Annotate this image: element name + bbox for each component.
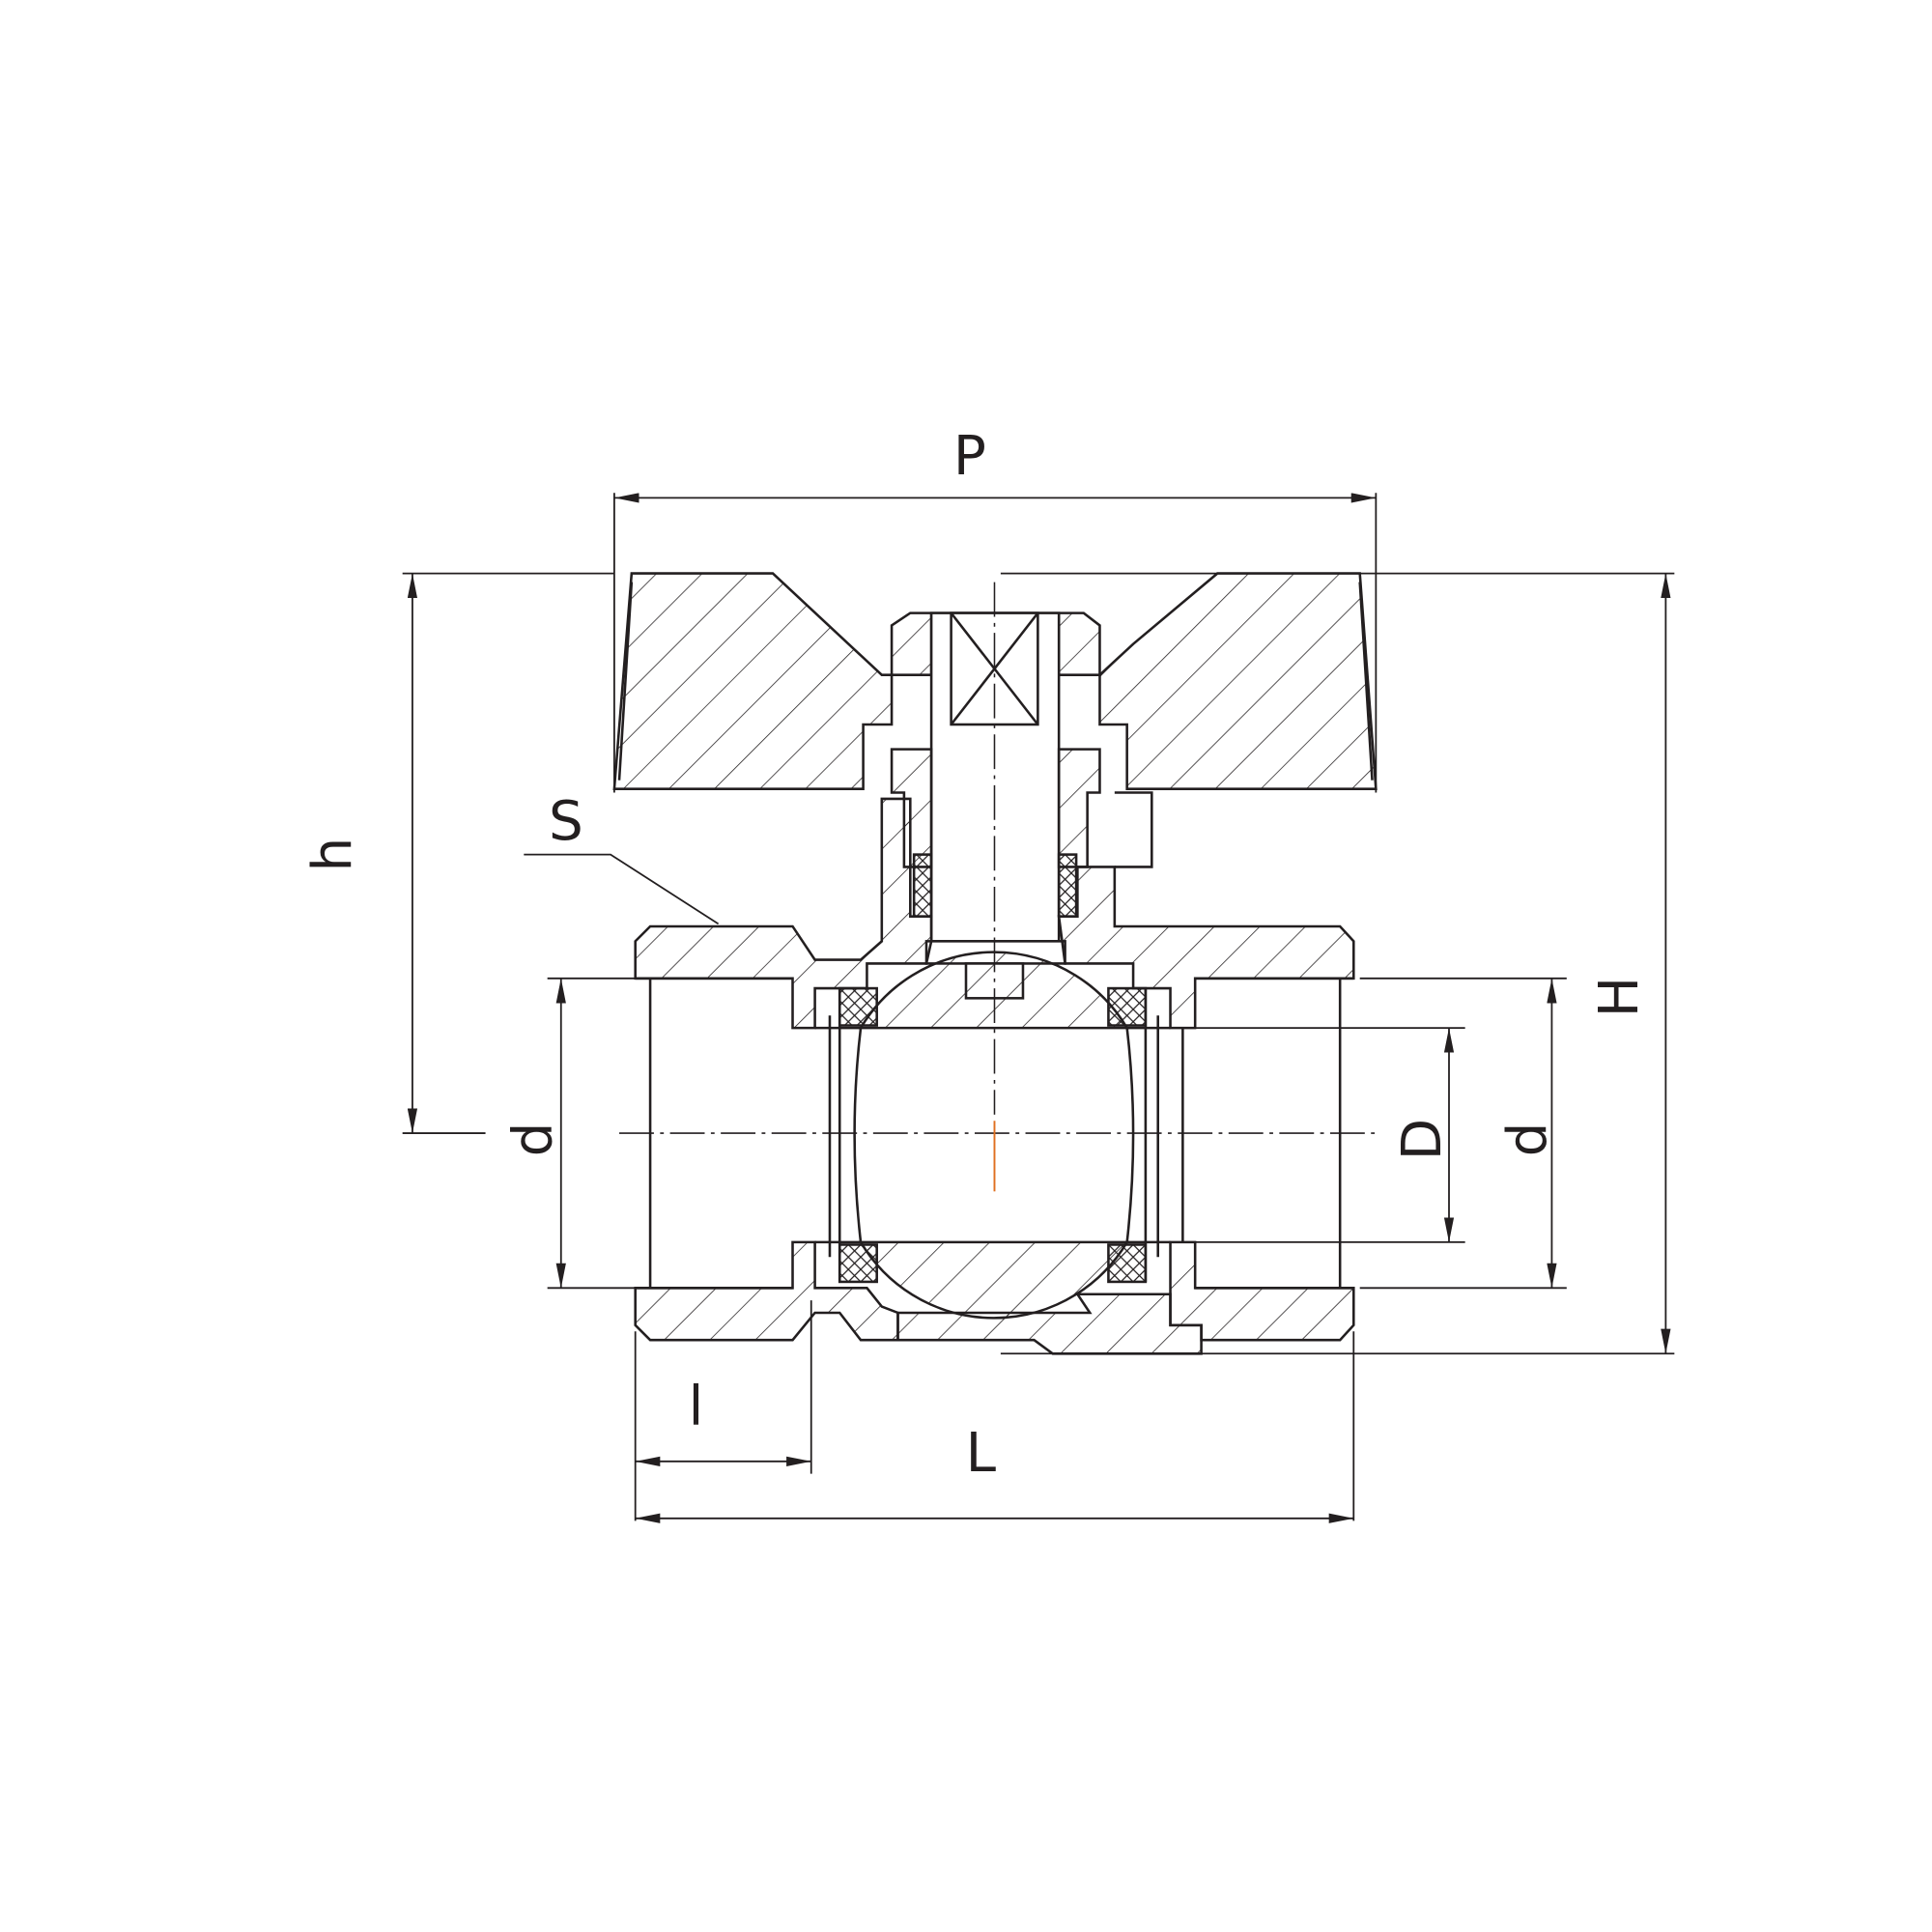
handle-left-wing <box>612 572 894 790</box>
label-d-left: d <box>502 1122 565 1157</box>
body-top <box>634 797 933 1030</box>
seat-ring-left <box>828 988 841 1282</box>
handle-inner-edge-right <box>1358 582 1374 781</box>
valve-body <box>634 791 1355 1355</box>
stem-seal-right <box>1057 853 1078 919</box>
handle-right-wing <box>1098 572 1378 790</box>
dimension-P: P <box>613 425 1378 793</box>
ball-bore-sides <box>853 1027 1135 1243</box>
label-P: P <box>953 425 986 488</box>
dimension-L: L <box>635 1331 1355 1523</box>
label-H: H <box>1588 977 1651 1017</box>
stem-seal-left <box>912 853 933 919</box>
packing <box>890 748 1101 919</box>
body-inner-bore <box>814 1026 1171 1244</box>
label-d-right: d <box>1496 1122 1559 1157</box>
body-bottom-right <box>1169 1240 1355 1342</box>
dimension-d-right: d <box>1359 977 1567 1290</box>
dimension-l: l <box>634 1300 812 1521</box>
dimension-d-left: d <box>502 977 636 1290</box>
ball-bottom <box>858 1240 1129 1320</box>
stem-square-cross <box>950 611 1039 725</box>
label-S: S <box>549 790 583 853</box>
stem <box>924 611 1066 1000</box>
handle-inner-edge-left <box>617 582 634 781</box>
leader-line <box>524 853 720 925</box>
dimension-h: h <box>301 572 614 1134</box>
dimension-H: H <box>1000 572 1675 1355</box>
label-L: L <box>966 1422 997 1485</box>
seat-top-right <box>1107 986 1148 1027</box>
callout-S: S <box>524 790 720 925</box>
label-h: h <box>301 838 364 872</box>
label-D: D <box>1391 1119 1454 1160</box>
seat-ring-right <box>1144 988 1159 1282</box>
label-l: l <box>689 1375 704 1437</box>
packing-nut-right <box>1057 748 1101 868</box>
seat-top-left <box>838 986 878 1027</box>
body-neck-right <box>1114 791 1153 868</box>
seat-bottom-right <box>1107 1243 1148 1284</box>
seat-bottom-left <box>838 1243 878 1284</box>
dimension-D: D <box>1182 1027 1465 1243</box>
handle <box>612 572 1378 790</box>
